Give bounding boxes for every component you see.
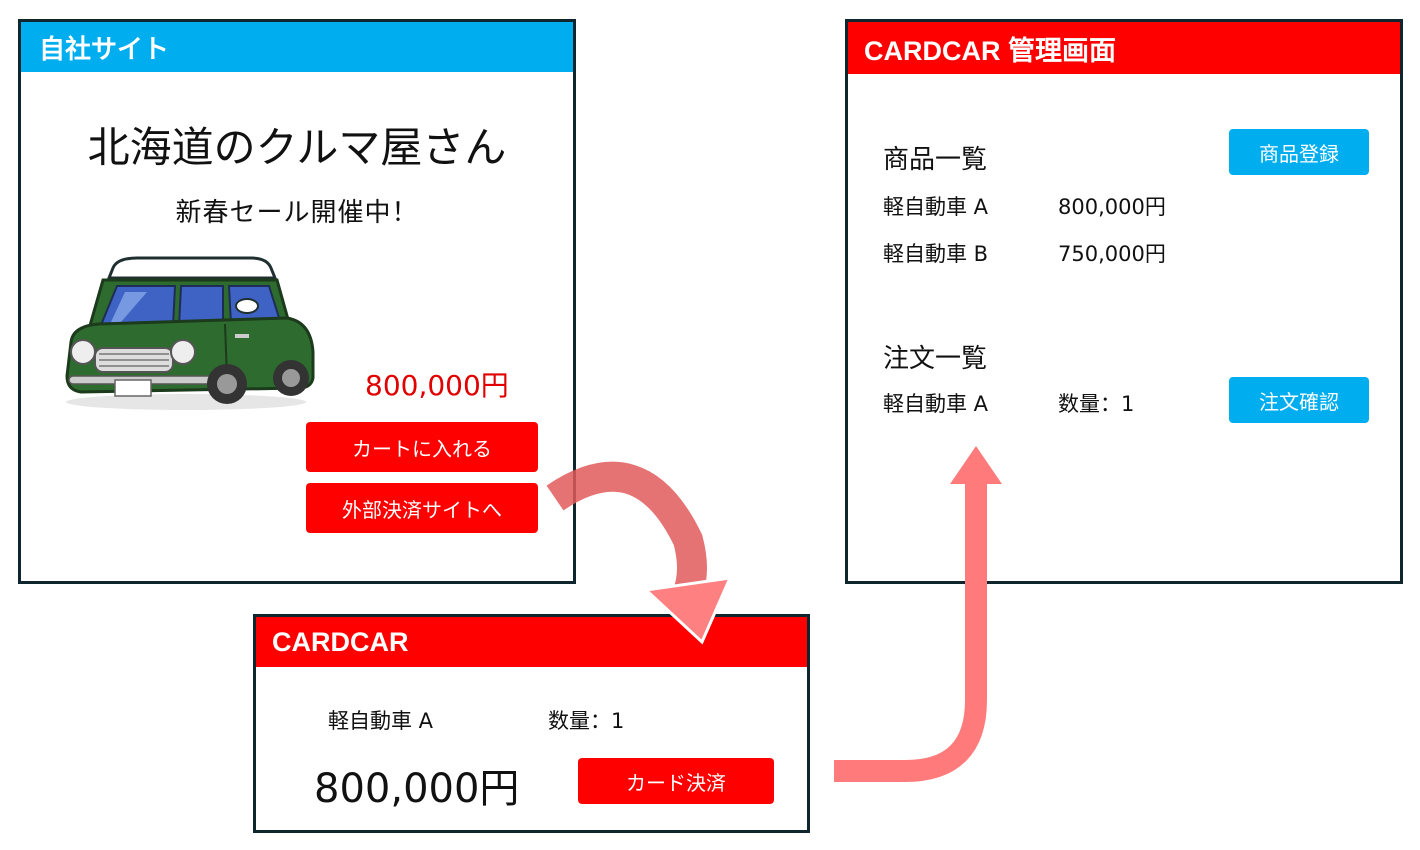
order-row-quantity: 数量：1 <box>1058 392 1135 416</box>
checkout-price: 800,000円 <box>314 766 520 812</box>
product-row-price: 750,000円 <box>1058 242 1166 266</box>
order-row-name: 軽自動車 A <box>883 392 989 416</box>
product-price: 800,000円 <box>365 369 509 402</box>
cardcar-checkout-panel: CARDCAR 軽自動車 A 数量：1 800,000円 カード決済 <box>253 614 810 833</box>
admin-header: CARDCAR 管理画面 <box>848 22 1400 74</box>
product-row-name: 軽自動車 A <box>883 195 989 219</box>
register-product-button[interactable]: 商品登録 <box>1229 129 1369 175</box>
shop-title: 北海道のクルマ屋さん <box>87 123 507 172</box>
checkout-item-name: 軽自動車 A <box>328 709 434 733</box>
own-site-panel: 自社サイト 北海道のクルマ屋さん 新春セール開催中！ <box>18 19 576 584</box>
cardcar-header: CARDCAR <box>256 617 807 667</box>
add-to-cart-button[interactable]: カートに入れる <box>306 422 538 472</box>
card-payment-button[interactable]: カード決済 <box>578 758 774 804</box>
orders-heading: 注文一覧 <box>883 344 988 374</box>
own-site-header: 自社サイト <box>21 22 573 72</box>
external-payment-button[interactable]: 外部決済サイトへ <box>306 483 538 533</box>
car-icon <box>65 256 315 410</box>
cardcar-admin-panel: CARDCAR 管理画面 商品一覧 商品登録 軽自動車 A 800,000円 軽… <box>845 19 1403 584</box>
confirm-order-button[interactable]: 注文確認 <box>1229 377 1369 423</box>
sale-subtitle: 新春セール開催中！ <box>175 198 419 228</box>
checkout-quantity: 数量：1 <box>548 709 625 733</box>
product-row-price: 800,000円 <box>1058 195 1166 219</box>
products-heading: 商品一覧 <box>883 145 988 175</box>
product-row-name: 軽自動車 B <box>883 242 989 266</box>
